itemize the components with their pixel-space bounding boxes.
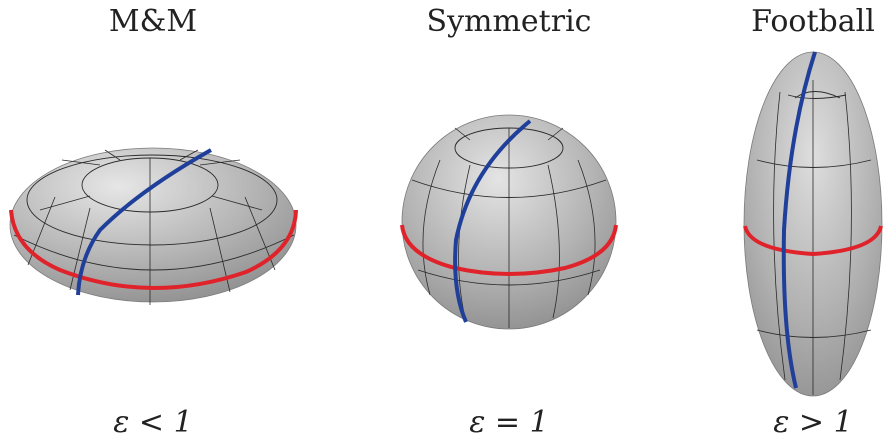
sphere-meridian-blue [453, 119, 532, 323]
title-football: Football [751, 4, 875, 39]
sphere [400, 114, 618, 330]
relation-symmetric: ε = 1 [469, 405, 549, 440]
prolate-meridian-grid [773, 80, 852, 395]
oblate-ellipsoid [9, 147, 298, 305]
prolate-latitude-grid [756, 91, 872, 338]
title-mm: M&M [108, 4, 198, 39]
title-symmetric: Symmetric [426, 4, 592, 39]
oblate-body [9, 147, 297, 303]
prolate-meridian-blue [781, 51, 817, 389]
prolate-ellipsoid [743, 51, 883, 397]
sphere-equator-red [400, 224, 618, 276]
relation-football: ε > 1 [773, 405, 853, 440]
prolate-equator-red [743, 225, 883, 257]
oblate-equator-red [9, 209, 298, 290]
relation-mm: ε < 1 [113, 405, 193, 440]
sphere-meridian-grid [422, 127, 596, 328]
oblate-meridian-blue [76, 148, 212, 296]
